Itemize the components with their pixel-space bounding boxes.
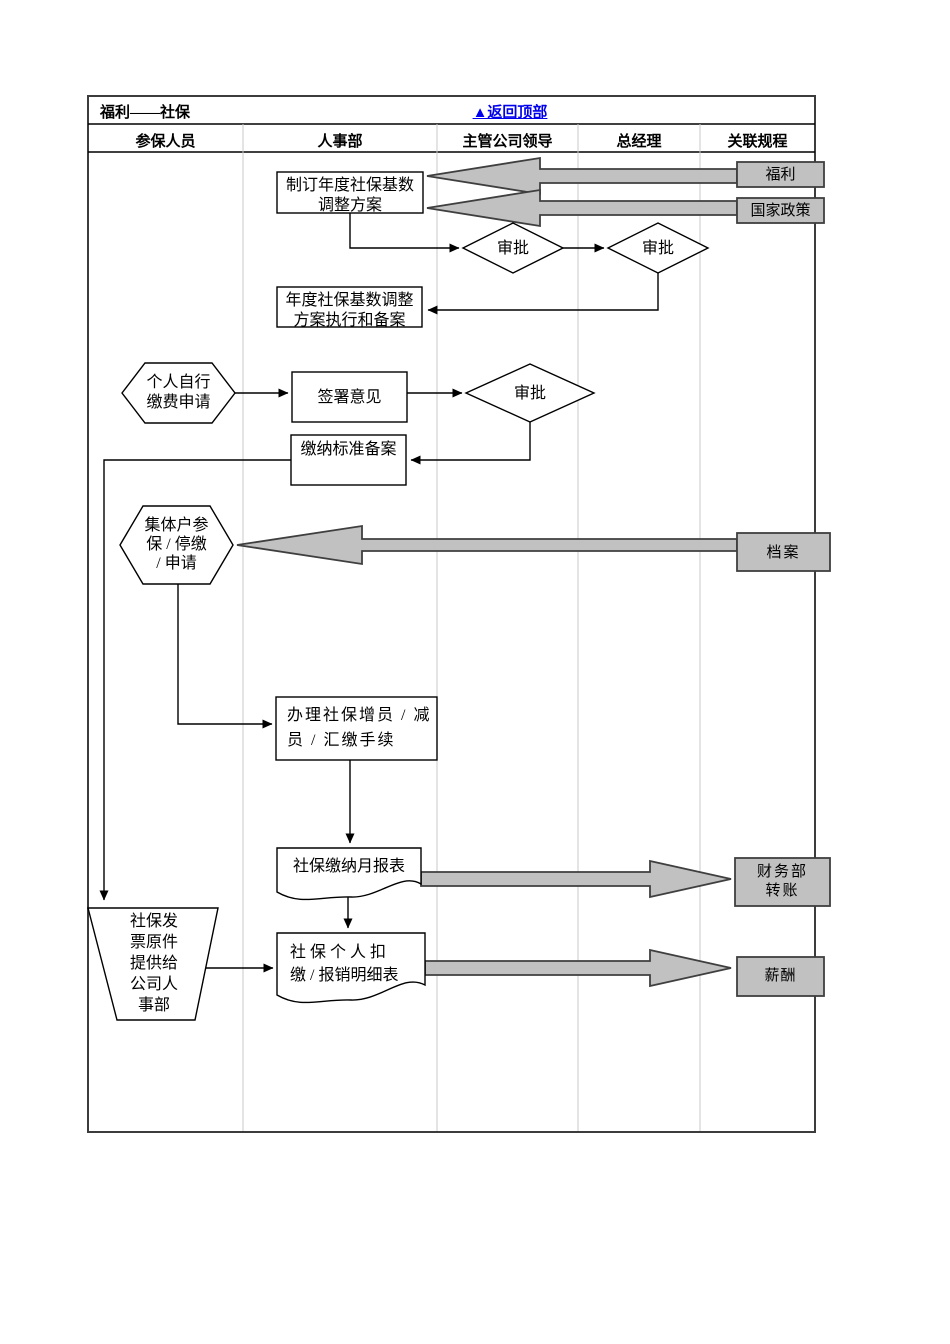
label-draft-plan: 制订年度社保基数 调整方案 (285, 177, 414, 214)
decision-approve1 (461, 222, 565, 274)
process-handle-procedure (275, 696, 438, 761)
label-exec-record: 年度社保基数调整 方案执行和备案 (285, 292, 414, 329)
page-title: 福利——社保 (100, 105, 191, 121)
block-arrow-archive-to-group (236, 524, 738, 566)
lane-header-gm: 总经理 (616, 134, 662, 150)
label-approve1: 审批 (496, 240, 529, 257)
label-salary: 薪酬 (764, 968, 797, 984)
lane-header-procedure: 关联规程 (727, 134, 788, 150)
hexagon-group-apply (119, 505, 234, 585)
trapezoid-invoice-provide (87, 907, 219, 1021)
label-invoice-provide: 社保发 票原件 提供给 公司人 事部 (129, 913, 178, 1014)
label-approve2: 审批 (641, 240, 674, 257)
label-personal-apply: 个人自行 缴费申请 (146, 374, 211, 411)
process-payment-standard-record (290, 434, 407, 486)
block-arrow-report-to-finance (420, 859, 732, 899)
refbox-national-policy (736, 197, 825, 224)
label-welfare: 福利 (765, 167, 796, 183)
label-archive: 档案 (766, 545, 801, 561)
label-payment-standard-record: 缴纳标准备案 (300, 441, 397, 458)
label-finance-transfer: 财务部 转账 (756, 864, 808, 899)
connector-draft-to-approve1 (349, 213, 460, 253)
refbox-finance-transfer (734, 857, 831, 907)
label-handle-procedure: 办理社保增员 / 减 员 / 汇缴手续 (287, 707, 432, 749)
label-sign-opinion: 签署意见 (317, 389, 382, 406)
process-sign-opinion (291, 371, 408, 423)
block-arrow-policy-to-draft (426, 188, 738, 228)
lane-header-leader: 主管公司领导 (462, 134, 553, 150)
back-to-top-link[interactable]: ▲返回顶部 (472, 105, 548, 121)
connector-approve2-to-execrecord (427, 273, 659, 315)
decision-approve3 (464, 363, 596, 423)
label-national-policy: 国家政策 (750, 203, 811, 219)
label-monthly-report: 社保缴纳月报表 (292, 858, 405, 875)
lane-header-hr: 人事部 (317, 134, 363, 150)
document-detail-table (276, 932, 426, 1004)
connector-approve3-to-record (410, 422, 531, 465)
lane-header-insured: 参保人员 (135, 134, 196, 150)
block-arrow-welfare-to-draft (426, 156, 738, 196)
refbox-archive (736, 532, 831, 572)
refbox-welfare (736, 161, 825, 188)
refbox-salary (736, 956, 825, 997)
reference-boxes (734, 161, 831, 997)
label-detail-table: 社 保 个 人 扣 缴 / 报销明细表 (290, 944, 399, 984)
process-draft-plan (276, 171, 424, 214)
label-approve3: 审批 (513, 385, 546, 402)
connectors (99, 213, 659, 973)
process-exec-record (276, 286, 423, 328)
hexagon-personal-apply (121, 362, 236, 424)
connector-record-to-invoice (99, 459, 291, 901)
label-group-apply: 集体户参 保 / 停缴 / 申请 (144, 517, 209, 572)
document-monthly-report (276, 847, 422, 901)
block-arrows (236, 156, 738, 988)
process-shapes (87, 171, 710, 1021)
decision-approve2 (606, 222, 710, 274)
connector-group-to-handle (177, 584, 273, 729)
